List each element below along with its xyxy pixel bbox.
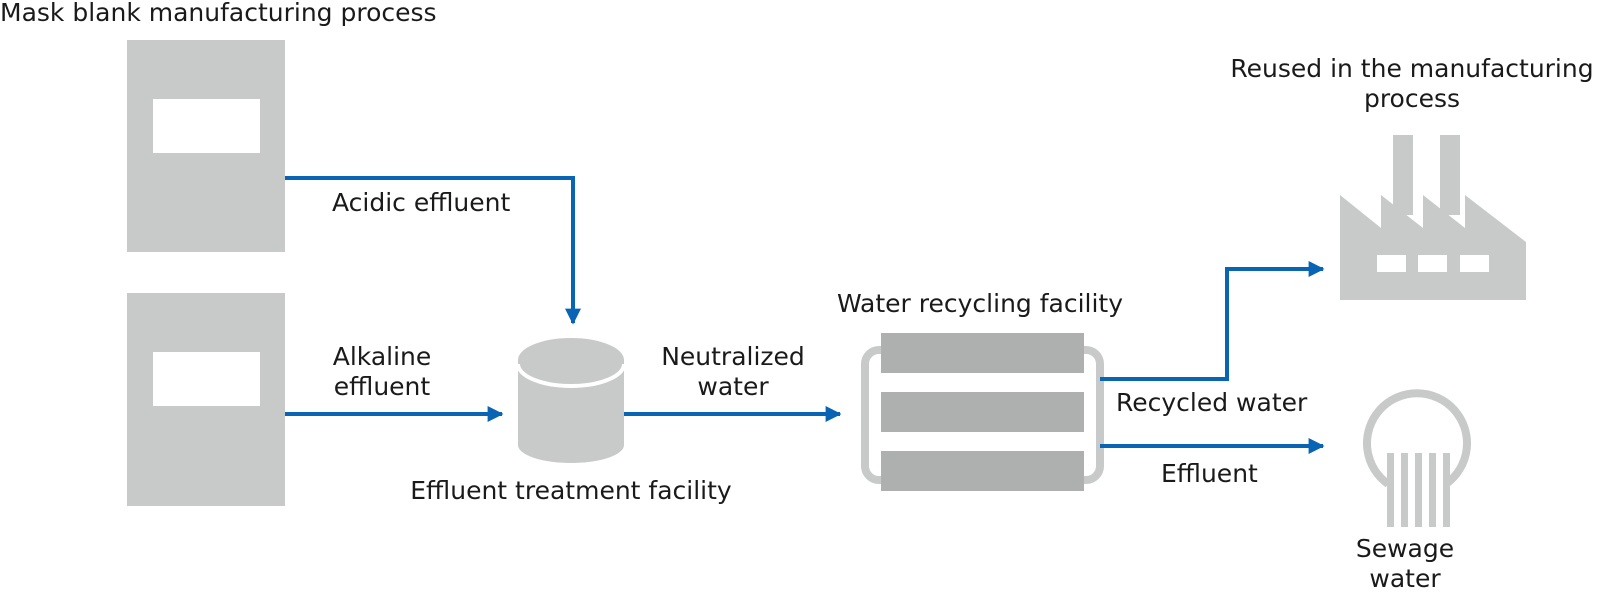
recycling-facility-label: Water recycling facility: [836, 289, 1124, 318]
sewage-outlet-icon: [1363, 389, 1471, 527]
recycled-water-arrow: [1100, 261, 1325, 381]
recycling-facility-icon: [861, 333, 1104, 491]
diagram-title: Mask blank manufacturing process: [0, 0, 437, 27]
recycled-water-label: Recycled water: [1116, 388, 1308, 417]
treatment-facility-label: Effluent treatment facility: [410, 476, 732, 505]
factory-icon: [1340, 135, 1526, 300]
acidic-effluent-arrow: [285, 176, 581, 325]
effluent-label: Effluent: [1161, 459, 1258, 488]
sewage-water-label: Sewage water: [1355, 534, 1455, 593]
manufacturing-unit-acidic-icon: [127, 40, 285, 252]
reused-label: Reused in the manufacturing process: [1230, 54, 1594, 113]
neutralized-water-label: Neutralized water: [661, 342, 805, 401]
treatment-tank-icon: [516, 338, 626, 463]
alkaline-effluent-label: Alkaline effluent: [332, 342, 432, 401]
acidic-effluent-label: Acidic effluent: [332, 188, 511, 217]
manufacturing-unit-alkaline-icon: [127, 293, 285, 506]
